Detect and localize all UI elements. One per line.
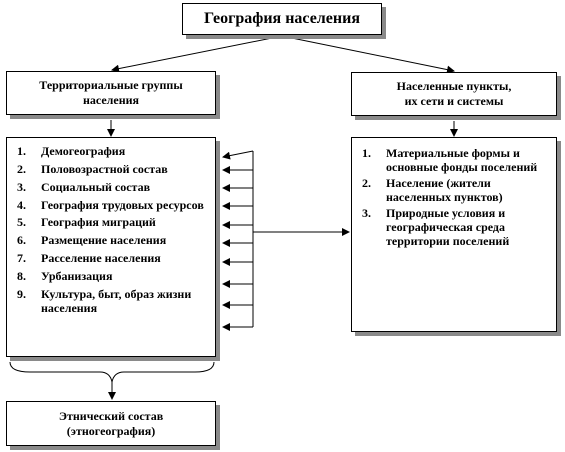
list-item: 5.География миграций [17, 215, 156, 229]
territorial-groups-list: 1.Демогеография 2.Половозрастной состав … [17, 144, 212, 319]
bottom-line2: (этногеография) [66, 423, 156, 438]
list-item: 3.Социальный состав [17, 180, 151, 194]
list-item: 8.Урбанизация [17, 269, 113, 283]
right-header-line1: Населенные пункты, [396, 79, 512, 93]
territorial-groups-list-box: 1.Демогеография 2.Половозрастной состав … [6, 137, 216, 357]
list-item: 3.Природные условия и географическая сре… [362, 206, 510, 248]
settlements-header: Населенные пункты, их сети и системы [351, 72, 557, 116]
bottom-line1: Этнический состав [58, 408, 164, 423]
list-item: 6.Размещение населения [17, 233, 167, 247]
left-header-line1: Территориальные группы [39, 78, 183, 92]
right-header-line2: их сети и системы [404, 94, 504, 108]
list-item: 7.Расселение населения [17, 251, 161, 265]
left-header-line2: населения [82, 93, 140, 107]
settlements-list-box: 1.Материальные формы и основные фонды по… [351, 137, 557, 332]
territorial-groups-header: Территориальные группы населения [6, 71, 216, 115]
diagram-title: География населения [182, 3, 382, 35]
feedback-arrows [222, 150, 254, 331]
settlements-list: 1.Материальные формы и основные фонды по… [362, 146, 552, 250]
ethnic-composition-box: Этнический состав (этногеография) [6, 401, 216, 446]
list-item: 2.Половозрастной состав [17, 162, 168, 176]
arrow-title-right [281, 35, 455, 74]
list-item: 4.География трудовых ресурсов [17, 198, 204, 212]
arrow-title-left [111, 35, 283, 73]
list-item: 1.Материальные формы и основные фонды по… [362, 146, 538, 174]
bottom-brace [9, 361, 215, 383]
list-item: 9.Культура, быт, образ жизни населения [17, 287, 192, 315]
list-item: 2.Население (жители населенных пунктов) [362, 176, 503, 204]
list-item: 1.Демогеография [17, 144, 126, 158]
